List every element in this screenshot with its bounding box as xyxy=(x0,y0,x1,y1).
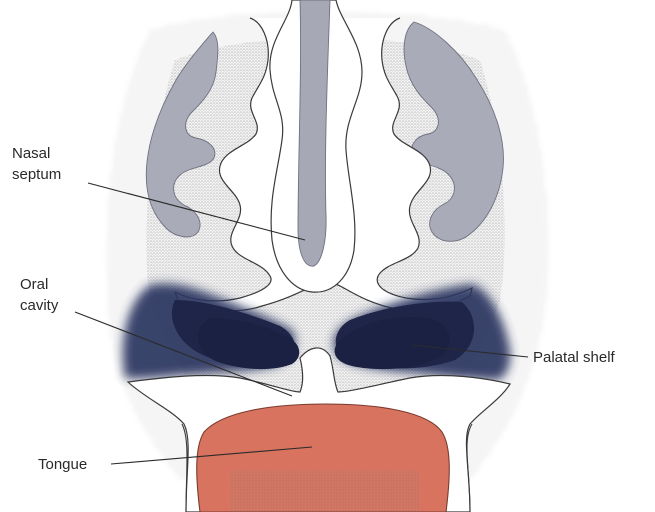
tongue-base-stipple xyxy=(230,470,420,512)
nasal-septum-label-line2: septum xyxy=(12,166,61,183)
oral-cavity-label-line2: cavity xyxy=(20,297,59,314)
tongue-label: Tongue xyxy=(38,456,87,473)
palatal-shelf-label: Palatal shelf xyxy=(533,349,616,366)
nasal-septum-label-line1: Nasal xyxy=(12,145,50,162)
oral-cavity-label-line1: Oral xyxy=(20,276,48,293)
nasal-septum xyxy=(298,0,330,266)
